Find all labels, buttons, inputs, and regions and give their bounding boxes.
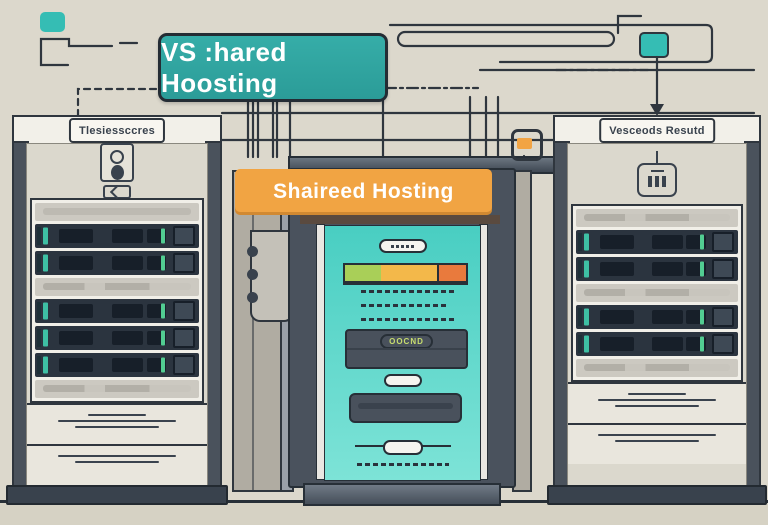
support-column	[232, 170, 294, 492]
bolt-icon	[247, 269, 258, 280]
server-unit	[576, 332, 738, 356]
dotted-line	[361, 290, 455, 293]
dotted-line	[357, 463, 449, 466]
left-server-rack: Tlesiessccres	[6, 115, 228, 505]
left-rack-label: Tlesiessccres	[68, 118, 166, 143]
server-unit	[35, 326, 199, 350]
bolt-icon	[247, 292, 258, 303]
usage-segment-orange	[436, 265, 466, 281]
cabinet-base	[303, 483, 501, 506]
teal-node-left	[40, 12, 65, 32]
server-unit	[576, 257, 738, 281]
usage-segment-yellow	[380, 265, 437, 281]
screen-pill	[383, 374, 422, 387]
server-unit	[35, 299, 199, 323]
chip-icon	[103, 184, 131, 200]
empty-slot	[576, 284, 738, 302]
server-panel	[571, 204, 743, 382]
dotted-line	[361, 304, 447, 307]
tag-marks	[390, 244, 415, 248]
rack-icon-zone	[568, 144, 746, 204]
resource-usage-bar	[343, 263, 468, 285]
server-unit	[35, 353, 199, 377]
empty-slot	[35, 203, 199, 221]
vs-hosting-banner: VS :hared Hoosting	[158, 33, 388, 102]
screen-pill	[382, 440, 423, 455]
cabinet-top-trim	[300, 215, 500, 224]
vent-drawer	[568, 423, 746, 464]
vent-drawer	[568, 382, 746, 423]
right-server-rack: Vesceods Resutd	[547, 115, 767, 505]
server-unit	[35, 224, 199, 248]
drive-bay-panel	[349, 393, 462, 423]
right-rack-label: Vesceods Resutd	[599, 118, 715, 143]
server-unit	[576, 230, 738, 254]
rack-interior	[567, 143, 747, 489]
rack-interior	[26, 143, 208, 489]
teal-node-right	[639, 32, 669, 58]
vent-drawer	[27, 403, 207, 444]
rack-icon-zone	[27, 143, 207, 200]
empty-slot	[576, 209, 738, 227]
rack-base	[6, 485, 228, 505]
rack-base	[547, 485, 767, 505]
icon-connector	[656, 151, 658, 163]
screen-tag	[378, 239, 427, 253]
cabinet-screen: OOCND	[324, 225, 481, 481]
shared-hosting-banner: Shaireed Hosting	[235, 169, 492, 215]
cabinet-button-block: OOCND	[345, 329, 468, 369]
server-panel	[30, 198, 204, 403]
dotted-line	[361, 318, 455, 321]
empty-slot	[576, 359, 738, 377]
server-unit	[576, 305, 738, 329]
server-unit	[35, 251, 199, 275]
empty-slot	[35, 278, 199, 296]
drive-slot	[358, 403, 453, 409]
server-status-icon	[637, 163, 677, 197]
usage-segment-green	[345, 265, 381, 281]
bolt-icon	[247, 246, 258, 257]
vps-cabinet: OOCND	[288, 168, 516, 488]
storage-module-icon	[511, 129, 543, 161]
keyhole-icon	[100, 143, 134, 182]
vent-drawer	[27, 444, 207, 485]
column-line	[252, 172, 254, 490]
cabinet-button-label: OOCND	[380, 334, 433, 349]
empty-slot	[35, 380, 199, 398]
button-divider	[347, 348, 466, 350]
